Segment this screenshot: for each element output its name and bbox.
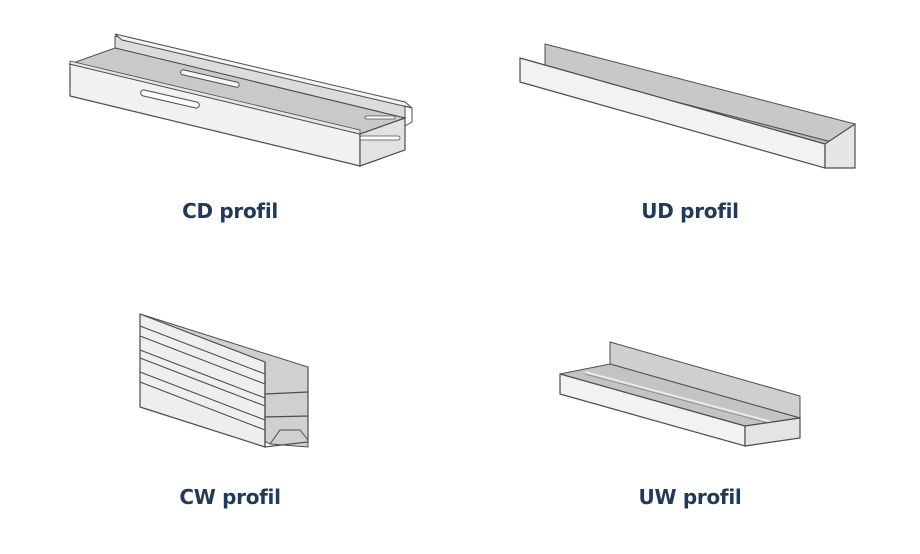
profile-label: CD profil [182,199,278,223]
ud-profile-image [519,43,856,169]
profile-label: CW profil [179,485,281,509]
profile-card-ud: UD profil [460,0,920,277]
profile-card-cw: CW profil [0,277,460,554]
uw-profile-image [559,341,801,447]
profile-card-cd: CD profil [0,0,460,277]
profile-label: UW profil [638,485,742,509]
profile-label: UD profil [641,199,739,223]
cw-profile-image [139,313,309,448]
profile-card-uw: UW profil [460,277,920,554]
cd-profile-image [68,33,413,167]
